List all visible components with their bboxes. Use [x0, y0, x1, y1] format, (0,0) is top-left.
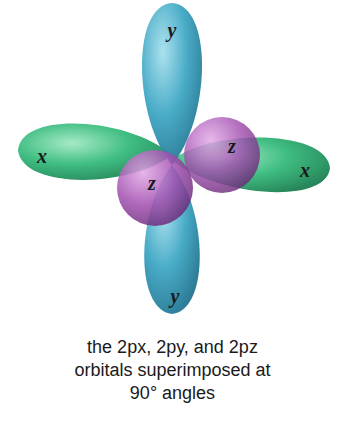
axis-label: x [300, 160, 310, 180]
axis-label: z [228, 136, 236, 156]
axis-label: y [171, 286, 180, 306]
z-lobe [184, 117, 260, 193]
axis-label: z [148, 173, 156, 193]
z-lobe [117, 150, 193, 226]
orbital-illustration [0, 0, 345, 330]
axis-label: y [168, 20, 177, 40]
figure-caption: the 2px, 2py, and 2pz orbitals superimpo… [73, 336, 273, 405]
axis-label: x [37, 146, 47, 166]
